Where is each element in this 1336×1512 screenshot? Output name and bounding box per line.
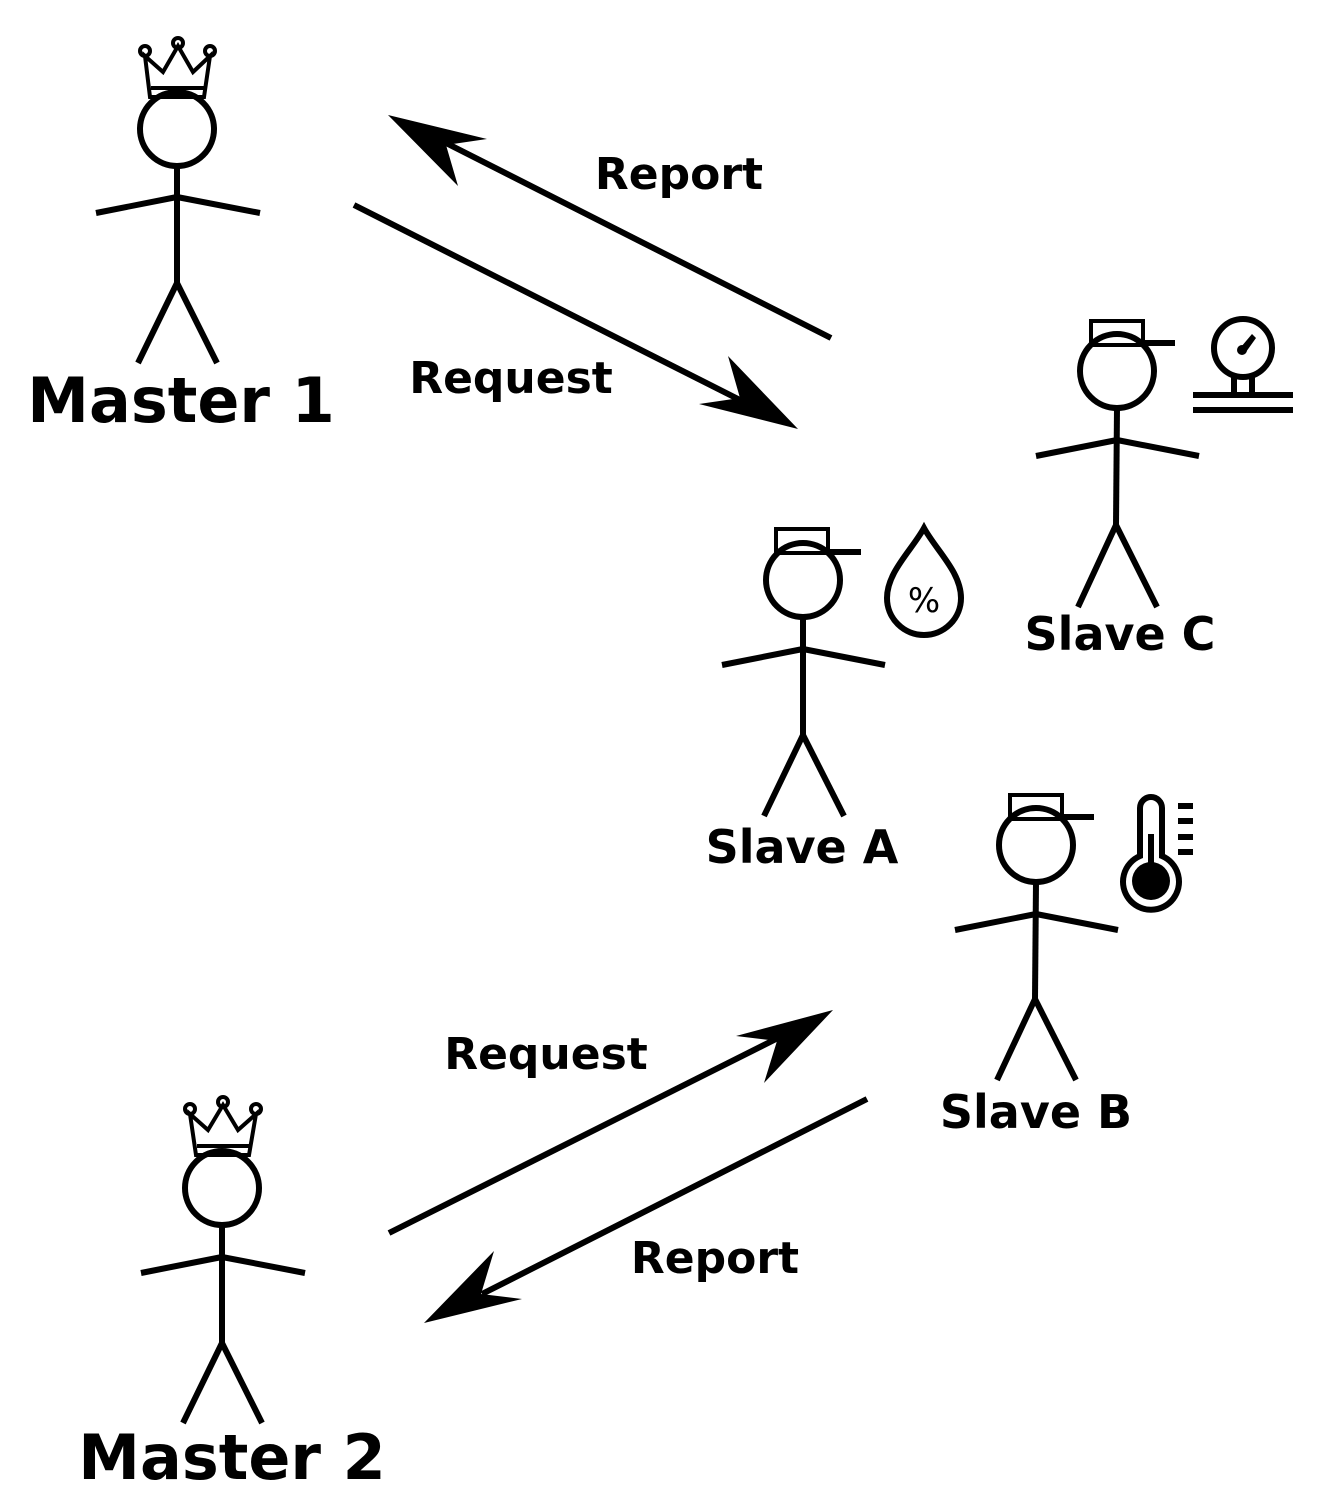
master-1-actor: Master 1: [27, 36, 335, 437]
slave-a-actor: % Slave A: [706, 521, 965, 874]
crown-icon: [138, 36, 217, 99]
stick-figure: [1035, 331, 1200, 609]
master-2-report-label: Report: [631, 1233, 799, 1284]
master-1-report-arrow: [388, 115, 833, 341]
stick-figure: [140, 1148, 306, 1425]
slave-c-actor: Slave C: [1025, 316, 1293, 661]
stick-figure: [721, 540, 886, 818]
stick-figure: [954, 805, 1119, 1082]
arrowhead: [388, 115, 487, 186]
cap-icon: [1089, 319, 1175, 347]
stick-figure: [95, 89, 261, 365]
crown-icon: [183, 1095, 263, 1157]
humidity-drop-icon: %: [883, 521, 965, 638]
pressure-gauge-icon: [1193, 316, 1293, 413]
slave-c-label: Slave C: [1025, 607, 1216, 661]
cap-icon: [774, 527, 861, 555]
slave-b-label: Slave B: [940, 1085, 1132, 1139]
percent-symbol: %: [908, 581, 940, 621]
master-2-request-arrow: [387, 1010, 833, 1236]
slave-a-label: Slave A: [706, 820, 899, 874]
master-2-actor: Master 2: [78, 1095, 386, 1494]
thermometer-icon: [1120, 794, 1193, 913]
master-2-request-label: Request: [444, 1029, 648, 1080]
master-1-request-label: Request: [409, 353, 613, 404]
cap-icon: [1008, 793, 1094, 821]
arrowhead: [424, 1251, 522, 1323]
master-1-report-label: Report: [595, 149, 763, 200]
arrowhead: [736, 1010, 833, 1083]
master-1-label: Master 1: [27, 364, 334, 437]
arrowhead: [699, 356, 798, 429]
master-2-report-arrow: [424, 1096, 869, 1323]
master-1-request-arrow: [352, 202, 798, 429]
slave-b-actor: Slave B: [940, 793, 1193, 1139]
master-2-label: Master 2: [78, 1421, 385, 1494]
